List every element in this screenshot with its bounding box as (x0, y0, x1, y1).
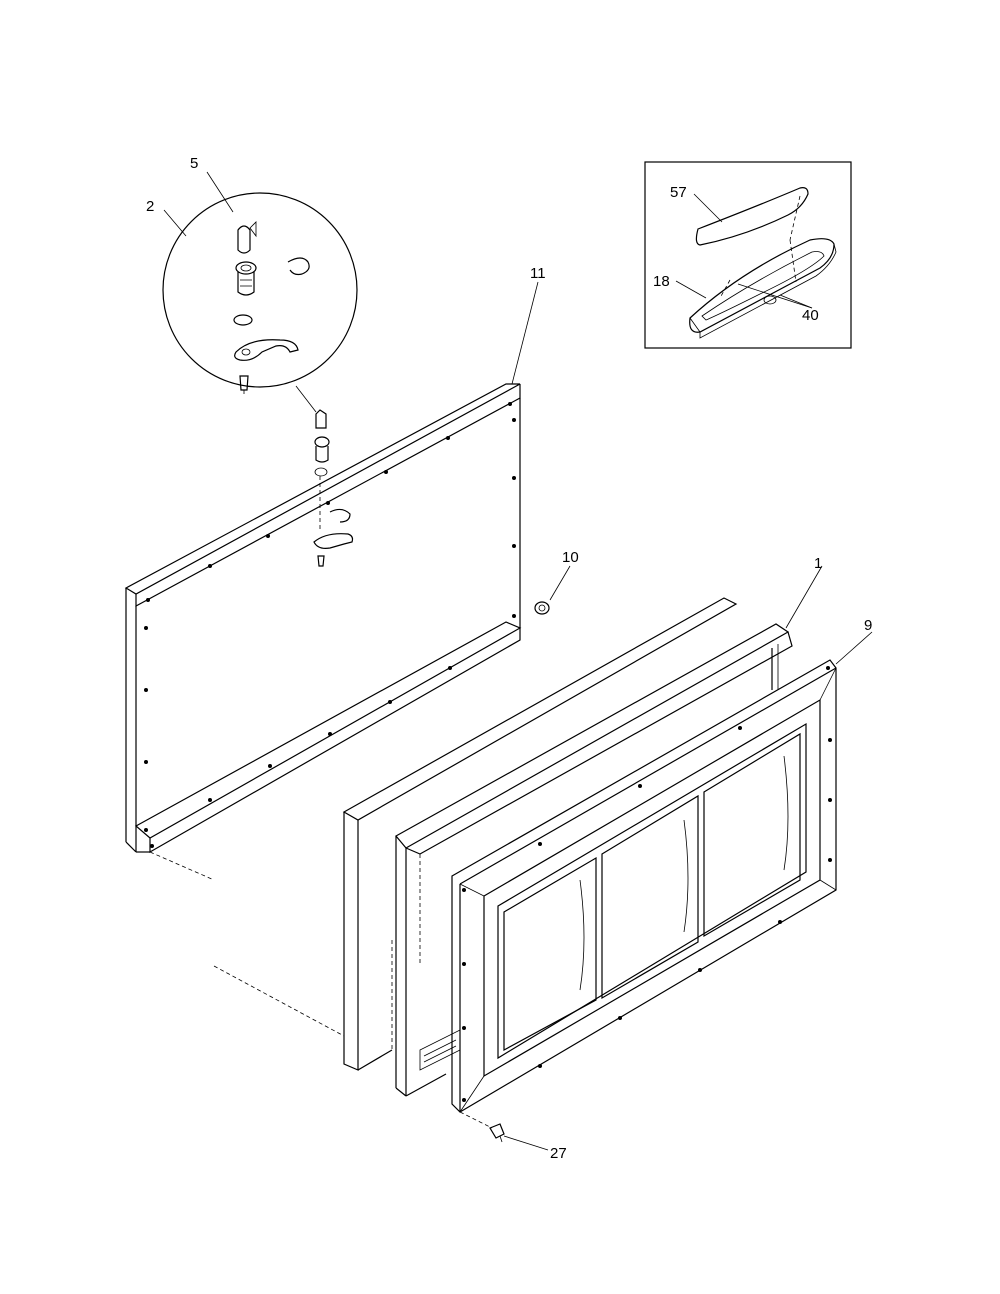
callout-10: 10 (562, 549, 579, 566)
door-liner-1: 1 (395, 555, 823, 1097)
callout-11: 11 (530, 265, 546, 282)
inset-frame (644, 161, 852, 349)
handle-trim-strip (695, 187, 809, 246)
hinge-assembly-icon (233, 221, 310, 394)
back-panel: 11 (124, 265, 546, 881)
callout-2: 2 (146, 198, 154, 215)
insulation-panel (213, 597, 738, 1071)
callout-5: 5 (190, 155, 198, 172)
callout-9: 9 (864, 617, 872, 634)
callout-1: 1 (814, 555, 822, 572)
callout-18: 18 (653, 273, 670, 290)
hinge-detail-circle: 5 2 (146, 155, 358, 413)
callout-40: 40 (802, 307, 819, 324)
installed-hinge (313, 409, 354, 567)
handle-assembly-icon (689, 238, 837, 339)
bushing-10: 10 (534, 549, 579, 615)
callout-57: 57 (670, 184, 687, 201)
handle-detail-inset: 57 18 40 (644, 161, 852, 349)
detail-circle (162, 192, 358, 388)
screw-27: 27 (459, 1111, 567, 1162)
callout-27: 27 (550, 1145, 567, 1162)
door-frame-9: 9 (451, 617, 872, 1113)
vent-grille (419, 1029, 461, 1071)
